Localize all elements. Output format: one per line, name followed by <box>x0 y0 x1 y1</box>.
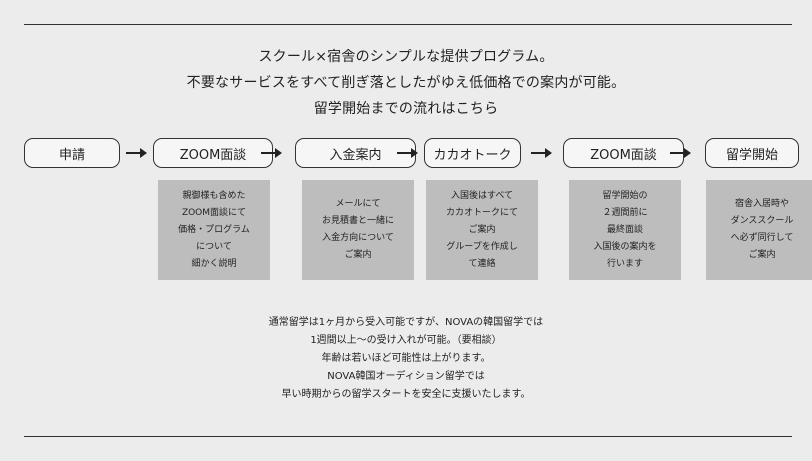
footer-line: 通常留学は1ヶ月から受入可能ですが、NOVAの韓国留学では <box>268 317 544 328</box>
note-line: 留学開始の <box>602 190 648 201</box>
note-final-zoom: 留学開始の ２週間前に 最終面談 入国後の案内を 行います <box>569 180 681 280</box>
arrow-right-icon <box>531 148 552 158</box>
note-line: 入国後はすべて <box>450 190 513 201</box>
intro-line: スクール×宿舎のシンプルな提供プログラム。 <box>258 49 554 65</box>
footer-line: 1週間以上〜の受け入れが可能。（要相談） <box>310 335 502 346</box>
note-line: 細かく説明 <box>191 258 237 269</box>
footer-text: 通常留学は1ヶ月から受入可能ですが、NOVAの韓国留学では 1週間以上〜の受け入… <box>0 314 812 404</box>
intro-line: 留学開始までの流れはこちら <box>313 101 499 117</box>
note-line: カカオトークにて <box>445 207 518 218</box>
arrow-right-icon <box>397 148 418 158</box>
footer-line: 早い時期からの留学スタートを安全に支援いたします。 <box>281 389 531 400</box>
step-study-start: 留学開始 <box>705 138 799 168</box>
step-zoom-interview: ZOOM面談 <box>153 138 273 168</box>
arrow-right-icon <box>261 148 282 158</box>
note-line: 入国後の案内を <box>593 241 657 252</box>
intro-line: 不要なサービスをすべて削ぎ落としたがゆえ低価格での案内が可能。 <box>186 75 626 91</box>
note-line: お見積書と一緒に <box>321 216 394 226</box>
arrow-right-icon <box>126 148 147 158</box>
note-line: メールにて <box>335 199 381 209</box>
note-line: ご案内 <box>748 250 776 260</box>
note-line: ２週間前に <box>602 207 648 218</box>
note-line: 価格・プログラム <box>178 224 250 235</box>
note-study-start: 宿舎入居時や ダンススクール へ必ず同行して ご案内 <box>706 180 812 280</box>
note-line: 親御様も含めた <box>182 190 246 201</box>
arrow-right-icon <box>670 148 691 158</box>
note-line: ご案内 <box>344 250 372 260</box>
note-line: 宿舎入居時や <box>734 199 789 209</box>
top-divider <box>24 24 792 25</box>
step-kakaotalk: カカオトーク <box>424 138 521 168</box>
step-apply: 申請 <box>24 138 120 168</box>
bottom-divider <box>24 436 792 437</box>
note-line: について <box>196 241 232 252</box>
note-line: へ必ず同行して <box>730 233 794 243</box>
note-line: ダンススクール <box>730 216 794 226</box>
note-line: て連絡 <box>468 258 496 269</box>
flow-diagram: 申請 ZOOM面談 入金案内 カカオトーク ZOOM面談 留学開始 親御様も含め… <box>24 138 812 280</box>
intro-text: スクール×宿舎のシンプルな提供プログラム。 不要なサービスをすべて削ぎ落としたが… <box>0 44 812 122</box>
footer-line: 年齢は若いほど可能性は上がります。 <box>321 353 491 364</box>
note-line: 最終面談 <box>606 224 643 235</box>
footer-line: NOVA韓国オーディション留学では <box>327 371 485 382</box>
note-zoom-interview: 親御様も含めた ZOOM面談にて 価格・プログラム について 細かく説明 <box>158 180 270 280</box>
note-payment-guide: メールにて お見積書と一緒に 入金方向について ご案内 <box>302 180 414 280</box>
note-line: 行います <box>606 258 643 269</box>
note-kakaotalk: 入国後はすべて カカオトークにて ご案内 グループを作成し て連絡 <box>426 180 538 280</box>
note-line: グループを作成し <box>446 241 518 252</box>
note-line: ご案内 <box>468 224 496 235</box>
step-payment-guide: 入金案内 <box>295 138 416 168</box>
note-line: ZOOM面談にて <box>181 207 247 218</box>
note-line: 入金方向について <box>322 233 394 243</box>
step-final-zoom: ZOOM面談 <box>563 138 684 168</box>
